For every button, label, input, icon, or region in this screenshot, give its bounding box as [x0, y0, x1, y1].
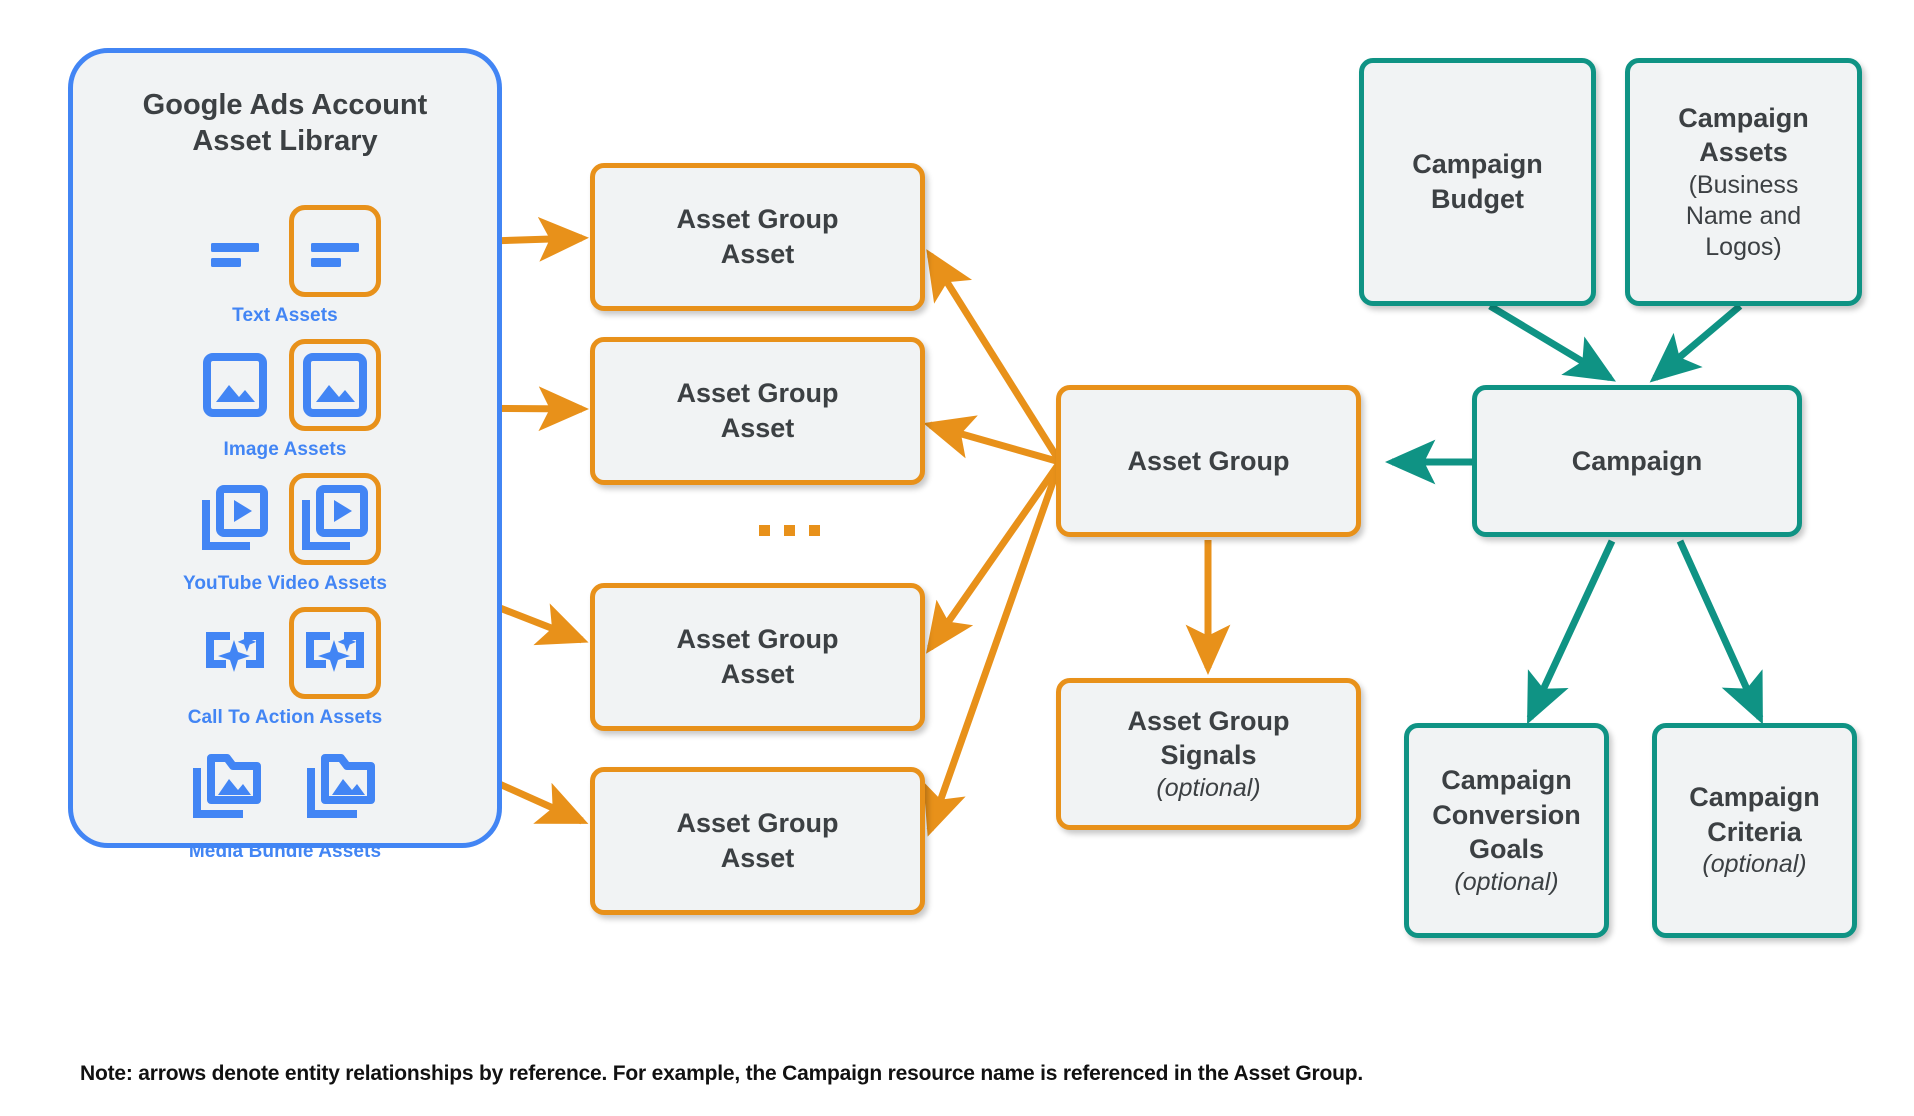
asset-group-asset-label: Asset Group Asset — [676, 624, 839, 689]
asset-group-asset-label: Asset Group Asset — [676, 808, 839, 873]
call-to-action-asset-icon-highlighted[interactable] — [289, 607, 381, 699]
wire-ag-to-aga3 — [925, 459, 1063, 654]
asset-type-row-text[interactable]: Text Assets — [73, 203, 497, 333]
asset-type-label: YouTube Video Assets — [182, 573, 387, 594]
wire-campaign-to-criteria — [1676, 539, 1764, 725]
campaign-budget-box[interactable]: Campaign Budget — [1359, 58, 1596, 306]
asset-type-row-call-to-action[interactable]: Call To Action Assets — [73, 605, 497, 735]
wire-ag-to-aga1 — [926, 249, 1063, 464]
asset-type-label: Call To Action Assets — [187, 707, 383, 728]
campaign-criteria-label: Campaign Criteria — [1689, 782, 1820, 847]
campaign-assets-box[interactable]: Campaign Assets (Business Name and Logos… — [1625, 58, 1862, 306]
campaign-conversion-goals-box[interactable]: Campaign Conversion Goals (optional) — [1404, 723, 1609, 938]
campaign-conversion-goals-label: Campaign Conversion Goals — [1432, 765, 1581, 865]
asset-icon-group — [73, 605, 497, 701]
footnote-text: Note: arrows denote entity relationships… — [80, 1062, 1363, 1085]
campaign-criteria-box[interactable]: Campaign Criteria (optional) — [1652, 723, 1857, 938]
image-asset-icon — [189, 339, 281, 431]
campaign-box[interactable]: Campaign — [1472, 385, 1802, 537]
wire-ag-to-aga2 — [923, 415, 1061, 466]
asset-group-signals-box[interactable]: Asset Group Signals (optional) — [1056, 678, 1361, 830]
asset-group-asset-box-1[interactable]: Asset Group Asset — [590, 163, 925, 311]
asset-group-box[interactable]: Asset Group — [1056, 385, 1361, 537]
campaign-assets-label: Campaign Assets — [1678, 102, 1809, 168]
asset-icon-group — [73, 739, 497, 835]
asset-icon-group — [73, 203, 497, 299]
youtube-video-asset-icon — [189, 473, 281, 565]
image-asset-icon-highlighted[interactable] — [289, 339, 381, 431]
wire-campaign-assets-to-campaign — [1649, 303, 1743, 383]
asset-type-label: Text Assets — [232, 305, 338, 326]
asset-library-panel: Google Ads Account Asset Library Text — [68, 48, 502, 862]
asset-group-asset-box-4[interactable]: Asset Group Asset — [590, 767, 925, 915]
wire-campaign-to-conversion-goals — [1526, 539, 1616, 725]
asset-group-asset-label: Asset Group Asset — [676, 204, 839, 269]
asset-type-label: Image Assets — [223, 439, 347, 460]
campaign-label: Campaign — [1571, 445, 1703, 476]
asset-group-signals-note: (optional) — [1156, 773, 1261, 802]
asset-icon-group — [73, 337, 497, 433]
campaign-criteria-note: (optional) — [1702, 850, 1807, 879]
asset-group-label: Asset Group — [1127, 445, 1290, 476]
campaign-conversion-goals-note: (optional) — [1454, 867, 1559, 896]
call-to-action-asset-icon — [189, 607, 281, 699]
media-bundle-asset-icon-secondary — [296, 741, 388, 833]
asset-group-asset-box-2[interactable]: Asset Group Asset — [590, 337, 925, 485]
media-bundle-asset-icon — [182, 741, 274, 833]
asset-group-asset-box-3[interactable]: Asset Group Asset — [590, 583, 925, 731]
campaign-assets-note: (Business Name and Logos) — [1685, 170, 1802, 262]
asset-type-label: Media Bundle Assets — [188, 841, 382, 862]
asset-type-row-image[interactable]: Image Assets — [73, 337, 497, 467]
text-asset-icon-highlighted[interactable] — [289, 205, 381, 297]
page-title: Google Ads Account Asset Library — [142, 89, 428, 158]
text-asset-icon — [189, 205, 281, 297]
wire-budget-to-campaign — [1488, 302, 1617, 382]
campaign-budget-label: Campaign Budget — [1412, 149, 1543, 214]
asset-group-signals-label: Asset Group Signals — [1127, 705, 1290, 771]
asset-type-row-media-bundle[interactable]: Media Bundle Assets — [73, 739, 497, 869]
ellipsis-indicator — [759, 525, 820, 536]
wire-ag-to-aga4 — [923, 460, 1064, 837]
youtube-video-asset-icon-highlighted[interactable] — [289, 473, 381, 565]
asset-group-asset-label: Asset Group Asset — [676, 378, 839, 443]
asset-type-row-youtube-video[interactable]: YouTube Video Assets — [73, 471, 497, 601]
asset-icon-group — [73, 471, 497, 567]
